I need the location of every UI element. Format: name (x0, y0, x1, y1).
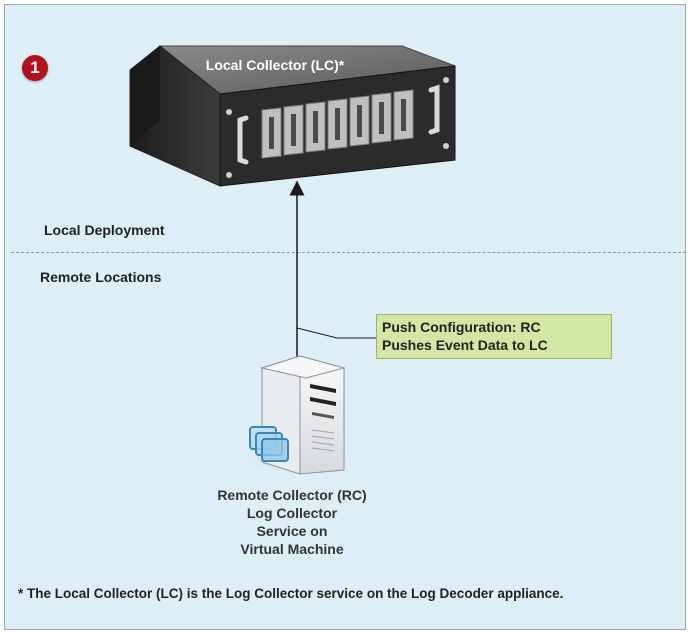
callout-line-2: Pushes Event Data to LC (382, 337, 548, 353)
deployment-divider (11, 252, 686, 253)
rc-caption-line-3: Service on (256, 523, 328, 539)
tower-server-icon (238, 355, 362, 475)
callout-line-1: Push Configuration: RC (382, 319, 541, 335)
rc-caption-line-2: Log Collector (246, 505, 338, 521)
step-number-badge: 1 (22, 55, 48, 81)
local-deployment-label: Local Deployment (44, 222, 165, 238)
push-configuration-callout: Push Configuration: RC Pushes Event Data… (376, 314, 612, 359)
callout-leader (296, 327, 378, 339)
rack-appliance-icon (129, 45, 456, 187)
rc-caption-line-4: Virtual Machine (240, 541, 344, 557)
rc-caption-line-1: Remote Collector (RC) (217, 487, 367, 503)
remote-locations-label: Remote Locations (40, 269, 162, 285)
remote-collector-caption: Remote Collector (RC) Log Collector Serv… (180, 486, 404, 558)
virtual-machine-icon (249, 426, 289, 462)
footnote-text: * The Local Collector (LC) is the Log Co… (18, 586, 564, 601)
local-collector-label: Local Collector (LC)* (205, 57, 345, 73)
